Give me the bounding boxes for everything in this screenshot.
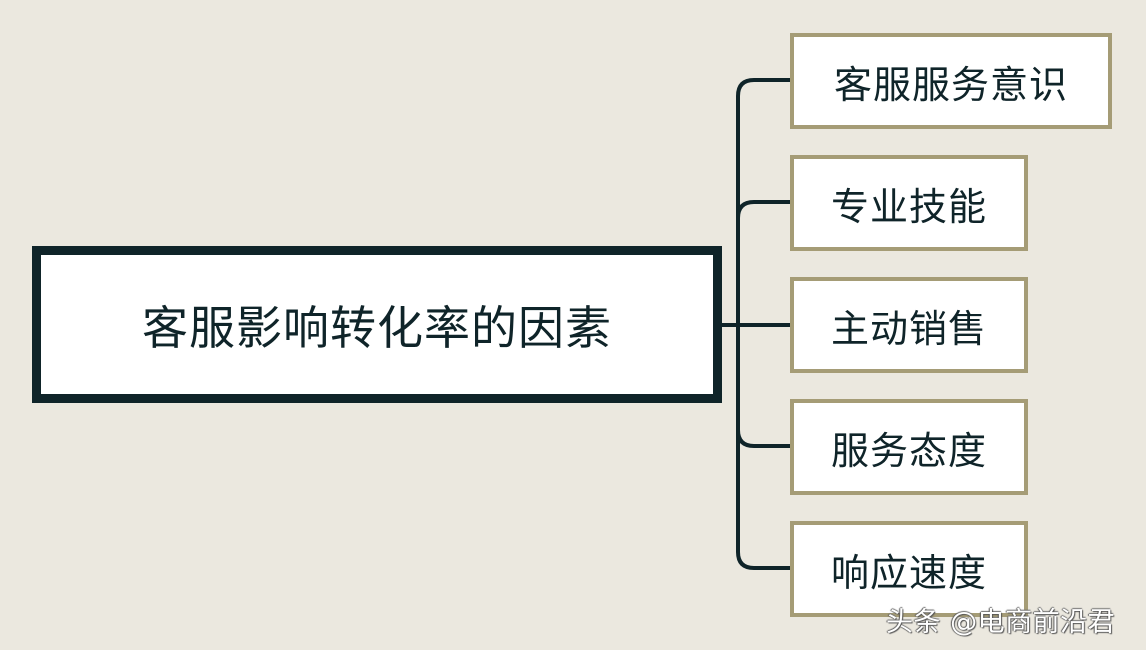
child-node-label: 服务态度: [830, 428, 987, 473]
child-node-proactive-sales[interactable]: 主动销售: [790, 277, 1028, 373]
child-node-response-speed[interactable]: 响应速度: [790, 521, 1028, 617]
root-node[interactable]: 客服影响转化率的因素: [32, 246, 722, 403]
child-node-professional-skills[interactable]: 专业技能: [790, 155, 1028, 251]
child-node-label: 主动销售: [830, 306, 987, 351]
branch-connector-2: [736, 200, 790, 219]
child-node-label: 响应速度: [830, 550, 987, 595]
watermark: 头条 @电商前沿君: [886, 607, 1116, 638]
root-node-label: 客服影响转化率的因素: [142, 300, 612, 355]
child-node-service-attitude[interactable]: 服务态度: [790, 399, 1028, 495]
branch-connector-4: [736, 429, 790, 448]
child-node-label: 客服服务意识: [833, 62, 1068, 107]
child-node-service-awareness[interactable]: 客服服务意识: [790, 33, 1112, 129]
child-node-label: 专业技能: [830, 184, 987, 229]
